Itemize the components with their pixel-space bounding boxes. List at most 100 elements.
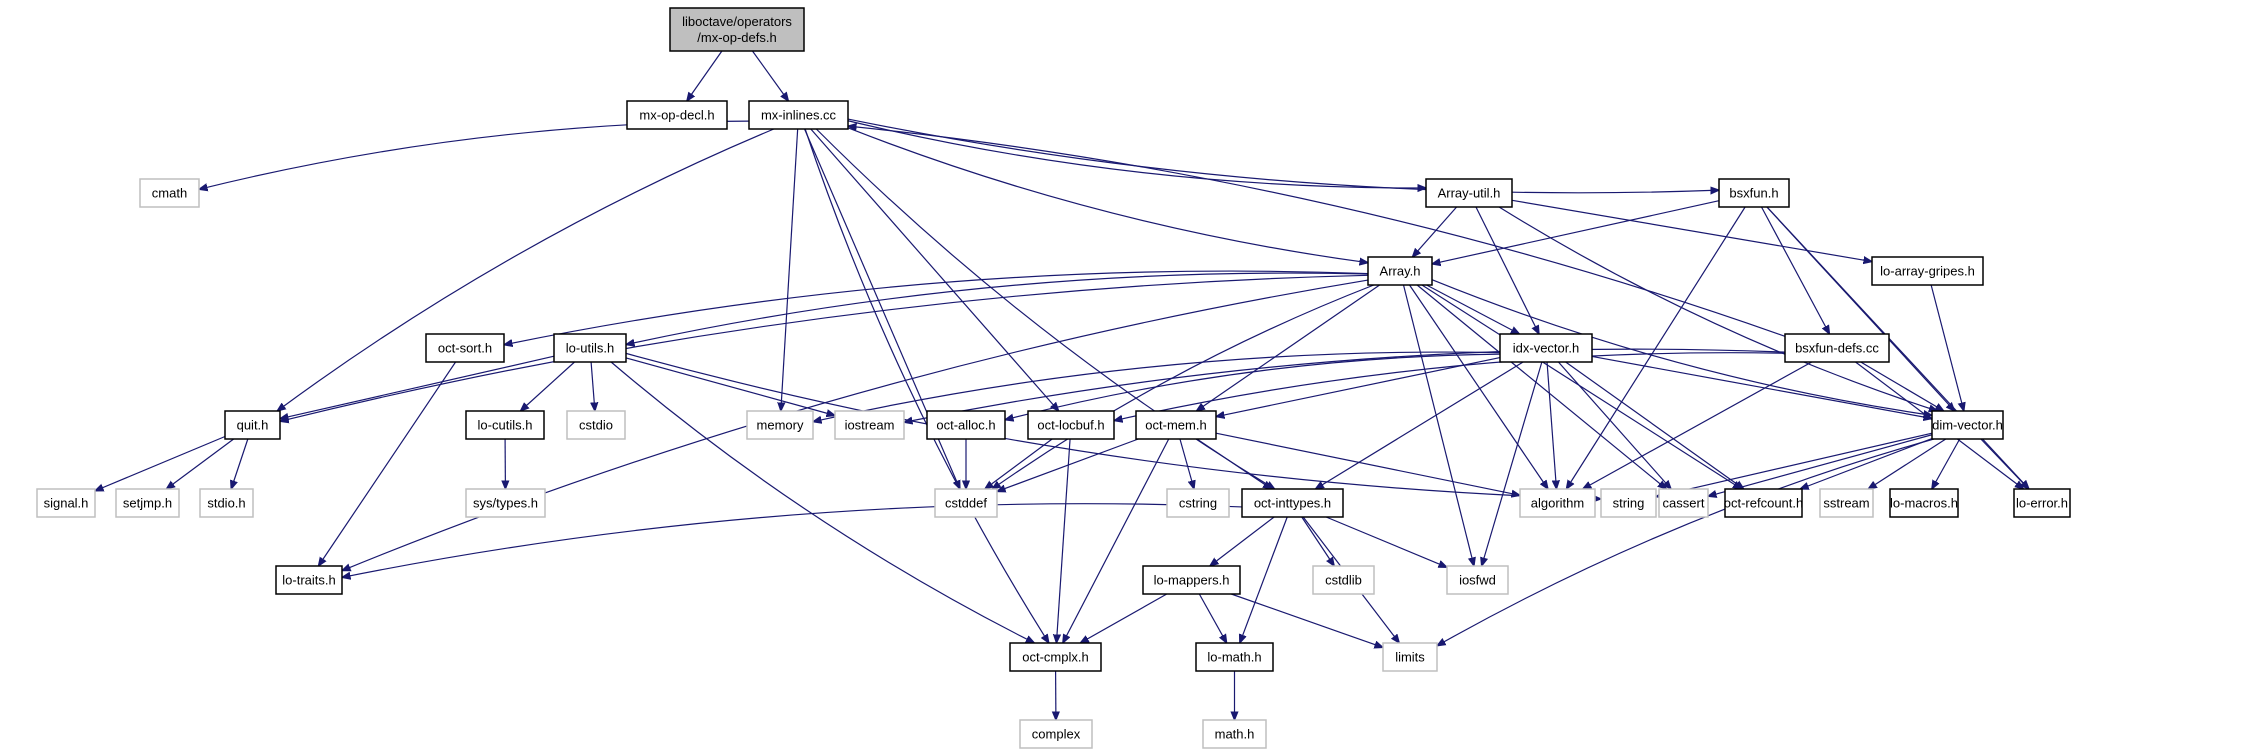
node-label-stdio: stdio.h bbox=[207, 496, 245, 511]
node-label-quit: quit.h bbox=[237, 418, 269, 433]
edge-idx-vector-to-oct-mem bbox=[1216, 356, 1501, 417]
node-label-lo-macros: lo-macros.h bbox=[1890, 496, 1958, 511]
node-mx-op-decl[interactable]: mx-op-decl.h bbox=[626, 100, 728, 130]
edge-lo-utils-to-string bbox=[625, 352, 1601, 499]
node-label-lo-math: lo-math.h bbox=[1207, 650, 1261, 665]
node-label-idx-vector: idx-vector.h bbox=[1513, 341, 1579, 356]
node-lo-math[interactable]: lo-math.h bbox=[1195, 642, 1274, 672]
node-box-idx-vector[interactable] bbox=[1499, 333, 1593, 363]
node-sys-types: sys/types.h bbox=[465, 488, 546, 518]
node-label-oct-mem: oct-mem.h bbox=[1145, 418, 1206, 433]
node-box-cmath bbox=[139, 178, 200, 208]
node-label-cstddef: cstddef bbox=[945, 496, 987, 511]
node-label-lo-utils: lo-utils.h bbox=[566, 341, 614, 356]
node-oct-cmplx[interactable]: oct-cmplx.h bbox=[1009, 642, 1102, 672]
node-box-oct-locbuf[interactable] bbox=[1027, 410, 1115, 440]
node-array[interactable]: Array.h bbox=[1367, 256, 1433, 286]
node-lo-mappers[interactable]: lo-mappers.h bbox=[1142, 565, 1241, 595]
node-box-oct-refcount[interactable] bbox=[1724, 488, 1803, 518]
node-box-oct-inttypes[interactable] bbox=[1241, 488, 1344, 518]
node-label-bsxfun-defs: bsxfun-defs.cc bbox=[1795, 341, 1879, 356]
node-bsxfun-defs[interactable]: bsxfun-defs.cc bbox=[1784, 333, 1890, 363]
node-box-memory bbox=[746, 410, 814, 440]
edge-Array-to-dim-vector bbox=[1431, 279, 1932, 416]
node-signal: signal.h bbox=[36, 488, 96, 518]
node-box-lo-utils[interactable] bbox=[553, 333, 627, 363]
node-label-oct-sort: oct-sort.h bbox=[438, 341, 492, 356]
node-label-bsxfun: bsxfun.h bbox=[1729, 186, 1778, 201]
node-memory: memory bbox=[746, 410, 814, 440]
edge-oct-mem-to-cstring bbox=[1179, 438, 1194, 489]
node-box-oct-alloc[interactable] bbox=[926, 410, 1006, 440]
node-box-lo-array-gripes[interactable] bbox=[1871, 256, 1984, 286]
node-box-algorithm bbox=[1519, 488, 1596, 518]
node-box-cstring bbox=[1166, 488, 1230, 518]
edge-lo-utils-to-oct-cmplx bbox=[610, 361, 1034, 643]
node-box-bsxfun-defs[interactable] bbox=[1784, 333, 1890, 363]
node-idx-vector[interactable]: idx-vector.h bbox=[1499, 333, 1593, 363]
node-label-setjmp: setjmp.h bbox=[123, 496, 172, 511]
edge-dim-vector-to-cassert bbox=[1708, 434, 1933, 497]
node-lo-cutils[interactable]: lo-cutils.h bbox=[465, 410, 545, 440]
node-box-iosfwd bbox=[1446, 565, 1509, 595]
edge-lo-mappers-to-lo-math bbox=[1198, 593, 1226, 643]
node-bsxfun[interactable]: bsxfun.h bbox=[1718, 178, 1790, 208]
node-oct-refcount[interactable]: oct-refcount.h bbox=[1724, 488, 1804, 518]
node-label-oct-alloc: oct-alloc.h bbox=[936, 418, 995, 433]
node-label-cmath: cmath bbox=[152, 186, 187, 201]
node-cstddef: cstddef bbox=[934, 488, 998, 518]
node-label-math: math.h bbox=[1215, 727, 1255, 742]
node-lo-error[interactable]: lo-error.h bbox=[2013, 488, 2071, 518]
edge-mx-inlines-to-bsxfun bbox=[847, 118, 1719, 193]
node-lo-traits[interactable]: lo-traits.h bbox=[275, 565, 343, 595]
node-stdio: stdio.h bbox=[199, 488, 254, 518]
node-mx-op-defs[interactable]: liboctave/operators/mx-op-defs.h bbox=[669, 7, 805, 52]
edge-quit-to-setjmp bbox=[166, 438, 235, 489]
edge-oct-locbuf-to-cstddef bbox=[985, 438, 1053, 489]
edge-oct-mem-to-oct-cmplx bbox=[1063, 438, 1170, 643]
node-box-lo-cutils[interactable] bbox=[465, 410, 545, 440]
node-box-array[interactable] bbox=[1367, 256, 1433, 286]
edge-oct-inttypes-to-lo-traits bbox=[342, 503, 1243, 578]
node-box-oct-mem[interactable] bbox=[1135, 410, 1217, 440]
node-box-lo-macros[interactable] bbox=[1889, 488, 1959, 518]
edge-bsxfun-to-Array bbox=[1432, 200, 1720, 264]
node-box-array-util[interactable] bbox=[1425, 178, 1513, 208]
node-box-mx-op-defs[interactable] bbox=[669, 7, 805, 52]
node-label-signal: signal.h bbox=[44, 496, 89, 511]
edge-Array-to-oct-refcount bbox=[1421, 284, 1742, 489]
node-label-sstream: sstream bbox=[1823, 496, 1869, 511]
node-box-lo-traits[interactable] bbox=[275, 565, 343, 595]
node-box-bsxfun[interactable] bbox=[1718, 178, 1790, 208]
node-box-lo-math[interactable] bbox=[1195, 642, 1274, 672]
node-box-oct-cmplx[interactable] bbox=[1009, 642, 1102, 672]
node-box-mx-op-decl[interactable] bbox=[626, 100, 728, 130]
edges-layer bbox=[95, 50, 2029, 720]
node-box-lo-mappers[interactable] bbox=[1142, 565, 1241, 595]
node-box-lo-error[interactable] bbox=[2013, 488, 2071, 518]
node-oct-alloc[interactable]: oct-alloc.h bbox=[926, 410, 1006, 440]
edge-oct-inttypes-to-lo-math bbox=[1240, 516, 1288, 643]
node-lo-utils[interactable]: lo-utils.h bbox=[553, 333, 627, 363]
edge-lo-mappers-to-oct-cmplx bbox=[1080, 593, 1168, 643]
node-quit[interactable]: quit.h bbox=[224, 410, 281, 440]
edge-Array-to-idx-vector bbox=[1426, 284, 1520, 334]
node-dim-vector[interactable]: dim-vector.h bbox=[1931, 410, 2004, 440]
node-lo-macros[interactable]: lo-macros.h bbox=[1889, 488, 1959, 518]
node-lo-array-gripes[interactable]: lo-array-gripes.h bbox=[1871, 256, 1984, 286]
node-array-util[interactable]: Array-util.h bbox=[1425, 178, 1513, 208]
node-box-dim-vector[interactable] bbox=[1931, 410, 2004, 440]
node-oct-inttypes[interactable]: oct-inttypes.h bbox=[1241, 488, 1344, 518]
node-oct-locbuf[interactable]: oct-locbuf.h bbox=[1027, 410, 1115, 440]
node-complex: complex bbox=[1019, 719, 1093, 749]
node-box-oct-sort[interactable] bbox=[425, 333, 505, 363]
node-box-quit[interactable] bbox=[224, 410, 281, 440]
node-oct-sort[interactable]: oct-sort.h bbox=[425, 333, 505, 363]
node-label-mx-op-defs: /mx-op-defs.h bbox=[697, 30, 776, 45]
node-oct-mem[interactable]: oct-mem.h bbox=[1135, 410, 1217, 440]
node-mx-inlines[interactable]: mx-inlines.cc bbox=[748, 100, 849, 130]
node-iosfwd: iosfwd bbox=[1446, 565, 1509, 595]
node-label-oct-inttypes: oct-inttypes.h bbox=[1254, 496, 1331, 511]
node-box-mx-inlines[interactable] bbox=[748, 100, 849, 130]
